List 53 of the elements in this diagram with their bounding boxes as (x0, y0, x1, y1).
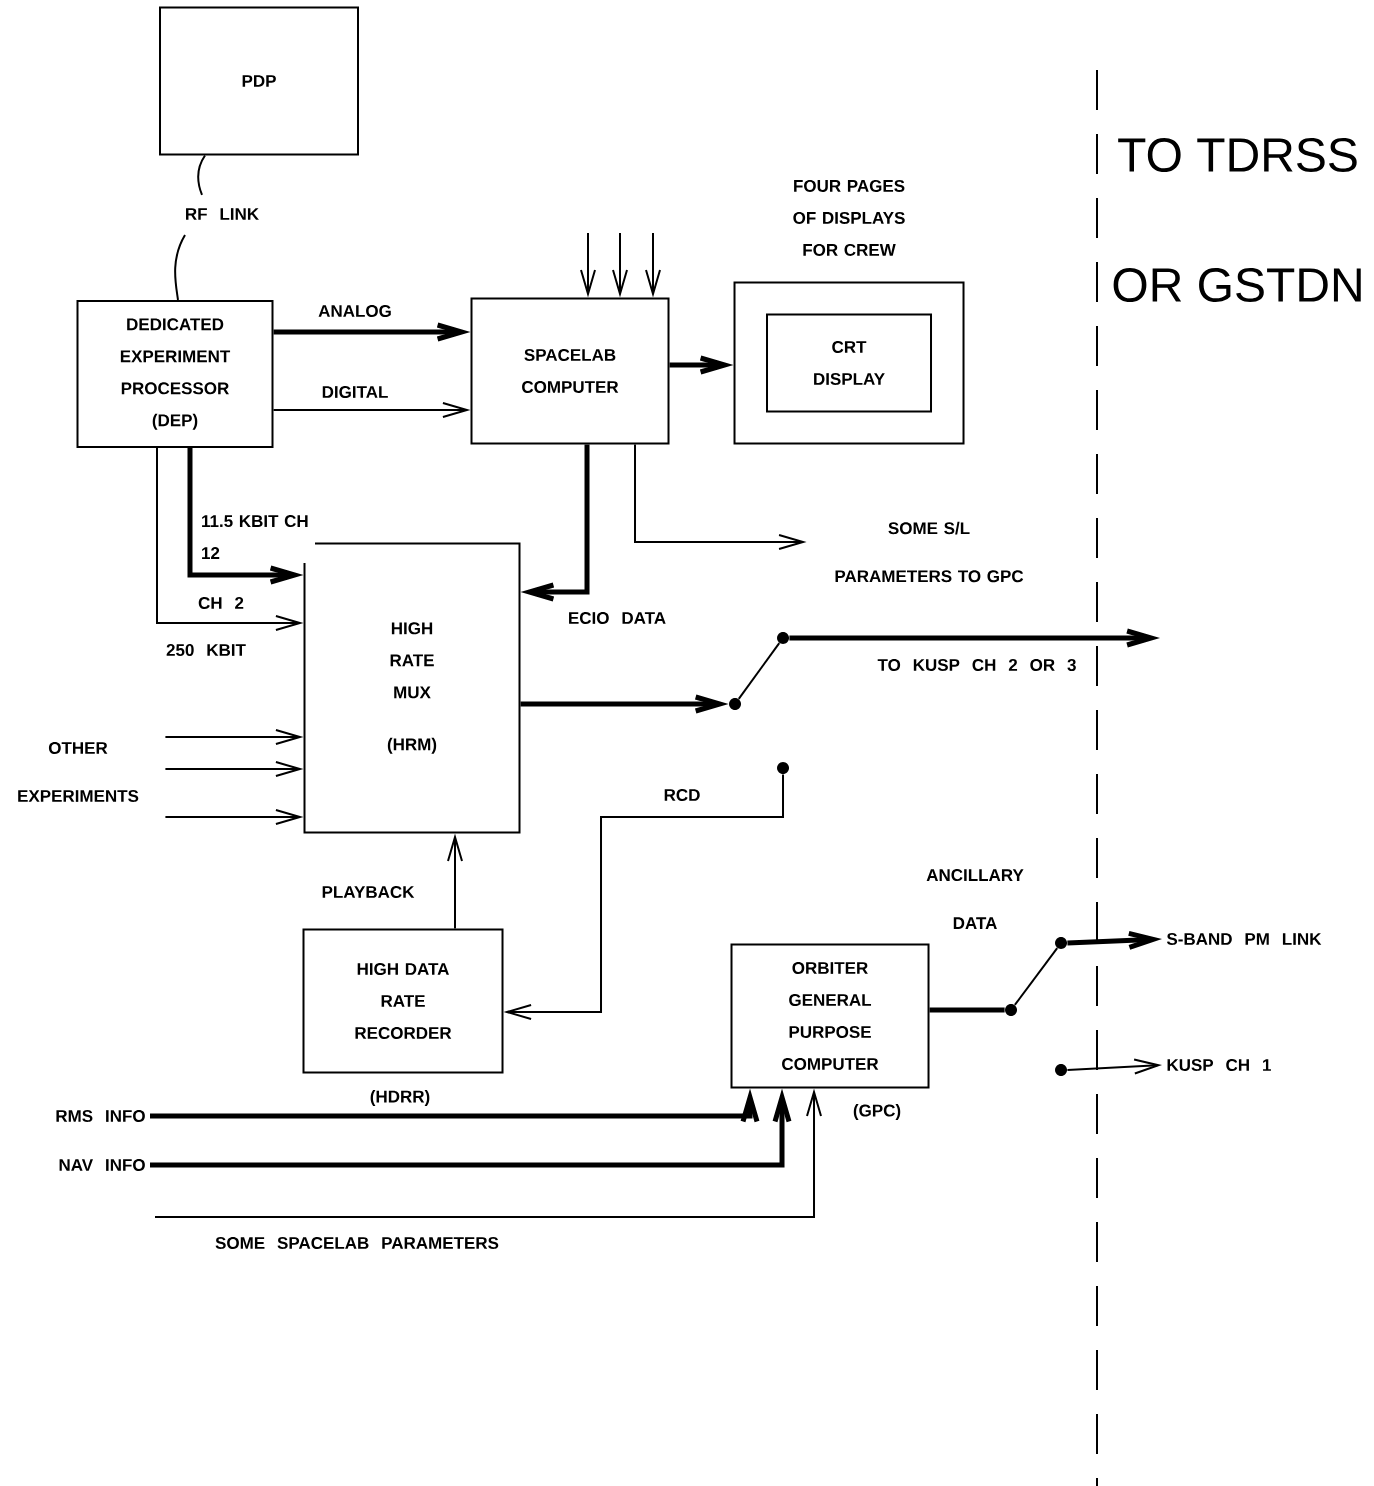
arrow (164, 729, 304, 745)
edge-label: CH 2 (194, 593, 248, 613)
note-label: ANCILLARY DATA (926, 869, 1024, 929)
signal-label: RMS INFO (56, 1110, 145, 1122)
arrow (447, 833, 463, 930)
node-label: FOUR PAGES OF DISPLAYS FOR CREW (793, 179, 905, 256)
edge-label: PLAYBACK (317, 882, 419, 902)
arrow (187, 448, 304, 585)
process-box: SPACELAB COMPUTER (470, 297, 670, 445)
arrow (150, 1088, 792, 1168)
arrow (156, 447, 304, 631)
signal-label: KUSP CH 1 (1167, 1059, 1271, 1071)
signal-label: NAV INFO (59, 1159, 145, 1171)
edge-label: SOME SPACELAB PARAMETERS (211, 1233, 503, 1254)
process-box: CRT DISPLAY (766, 313, 932, 413)
arrow (503, 773, 784, 1020)
signal-label: S-BAND PM LINK (1166, 933, 1322, 945)
destination-label: OR GSTDN (1113, 268, 1361, 302)
arrow (273, 322, 471, 342)
arrow (150, 1088, 760, 1123)
arrow (164, 761, 304, 777)
signal-label: OTHER EXPERIMENTS (18, 742, 139, 802)
arrow (164, 809, 304, 825)
process-box: DEDICATED EXPERIMENT PROCESSOR (DEP) (76, 300, 274, 448)
edge-label: RCD (659, 785, 705, 806)
arrow (154, 1088, 822, 1218)
process-box: ORBITER GENERAL PURPOSE COMPUTER (730, 943, 930, 1089)
beside-label: (GPC) (853, 1104, 901, 1120)
edge-label: ECIO DATA (563, 608, 671, 628)
rate-label: 250 KBIT (166, 644, 246, 656)
arrow (669, 355, 734, 375)
edge-label: DIGITAL (317, 382, 393, 402)
process-box: PDP (159, 6, 359, 156)
arrow (520, 694, 729, 714)
edge-label: ANALOG (314, 301, 396, 321)
arrow (634, 443, 807, 550)
signal-label: SOME S/L PARAMETERS TO GPC (835, 521, 1024, 583)
arrow (1066, 1058, 1162, 1075)
arrow (645, 232, 661, 298)
arrow (612, 232, 628, 298)
process-box: HIGH DATA RATE RECORDER (302, 928, 504, 1074)
process-box: HIGH RATE MUX (HRM) (303, 542, 521, 834)
edge-label: RF LINK (180, 204, 264, 224)
arrow (520, 444, 590, 602)
destination-label: TO TDRSS (1118, 138, 1357, 172)
arrow (1067, 931, 1162, 950)
edge-label: 11.5 KBIT CH 12 (197, 511, 315, 563)
beside-label: (HDRR) (370, 1090, 430, 1106)
arrow (174, 154, 206, 301)
arrow (580, 232, 596, 298)
arrow (272, 402, 471, 418)
edge-label: TO KUSP CH 2 OR 3 (873, 654, 1081, 676)
arrow (789, 628, 1161, 648)
